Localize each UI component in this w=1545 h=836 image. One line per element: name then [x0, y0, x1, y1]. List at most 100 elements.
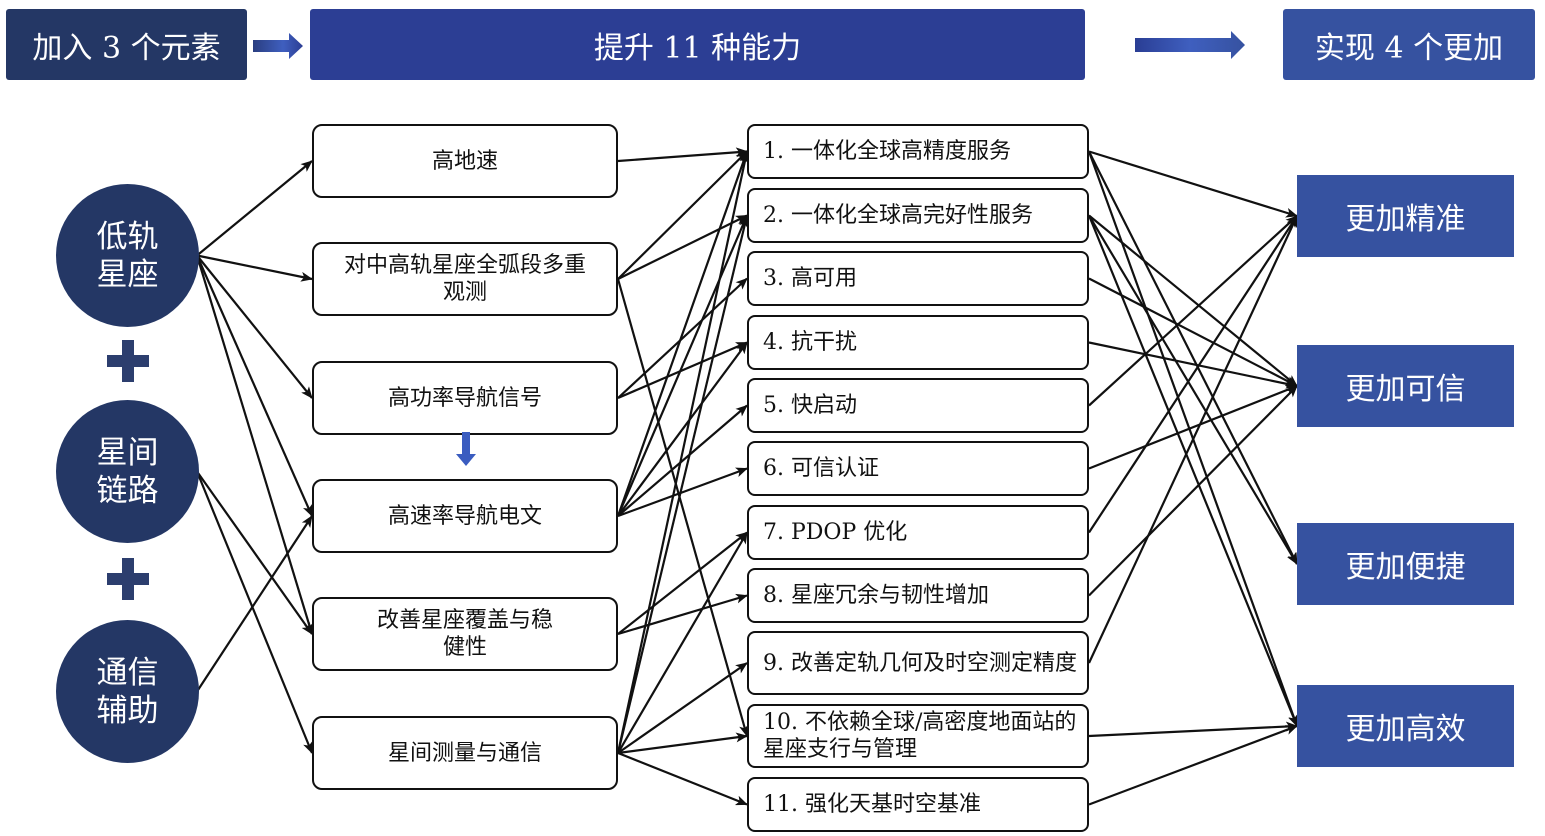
feature-label: 高地速 [431, 148, 498, 174]
edge-c2-o3 [1088, 214, 1298, 565]
elements-header-label: 加入 3 个元素 [32, 30, 221, 66]
capability-box: 3. 高可用 [747, 251, 1089, 306]
feature-label: 高功率导航信号 [387, 385, 542, 411]
capability-box: 2. 一体化全球高完好性服务 [747, 188, 1089, 243]
edge-f2-c10 [616, 278, 749, 737]
feature-box: 高功率导航信号 [312, 361, 618, 435]
elements-header: 加入 3 个元素 [6, 9, 247, 80]
outcome-box: 更加精准 [1297, 175, 1514, 257]
capability-box: 8. 星座冗余与韧性增加 [747, 568, 1089, 623]
edge-f5-c7 [617, 531, 748, 635]
edge-f6-c11 [617, 751, 748, 806]
feature-box: 改善星座覆盖与稳健性 [312, 597, 618, 671]
header-arrow-icon [253, 33, 303, 59]
edge-f4-c1 [616, 150, 749, 517]
abilities-header-label: 提升 11 种能力 [593, 30, 802, 66]
capability-box: 11. 强化天基时空基准 [747, 777, 1089, 832]
edge-leo-f2 [196, 254, 313, 282]
feature-box: 高地速 [312, 124, 618, 198]
edge-f3-c3 [617, 277, 748, 399]
edge-f6-c7 [617, 531, 748, 754]
capability-box: 6. 可信认证 [747, 441, 1089, 496]
element-leo: 低轨星座 [56, 184, 199, 327]
feature-label: 星间测量与通信 [387, 740, 542, 766]
edge-c10-o4 [1088, 721, 1298, 738]
edge-leo-f5 [195, 255, 314, 635]
capability-label: 2. 一体化全球高完好性服务 [763, 203, 1033, 228]
edge-leo-f4 [195, 255, 314, 517]
element-isl: 星间链路 [56, 400, 199, 543]
capability-label: 1. 一体化全球高精度服务 [763, 139, 1011, 164]
edge-f4-c2 [616, 214, 749, 517]
feature-label: 对中高轨星座全弧段多重观测 [343, 253, 586, 305]
outcomes-header: 实现 4 个更加 [1283, 9, 1535, 80]
capability-box: 9. 改善定轨几何及时空测定精度 [747, 631, 1089, 695]
outcomes-header-label: 实现 4 个更加 [1314, 30, 1504, 66]
edge-c6-o2 [1088, 384, 1298, 470]
feature-label: 改善星座覆盖与稳健性 [376, 608, 553, 660]
edge-f2-c2 [617, 214, 748, 280]
header-arrow-icon [1135, 31, 1245, 59]
capability-box: 1. 一体化全球高精度服务 [747, 124, 1089, 179]
edge-c5-o1 [1088, 215, 1298, 407]
edge-isl-f5 [196, 470, 313, 635]
capability-label: 10. 不依赖全球/高密度地面站的星座支行与管理 [763, 710, 1077, 762]
outcome-box: 更加高效 [1297, 685, 1514, 767]
outcome-label: 更加高效 [1345, 712, 1466, 747]
edge-leo-f1 [196, 160, 313, 257]
edge-f6-c1 [616, 150, 750, 754]
capability-box: 4. 抗干扰 [747, 315, 1089, 370]
edge-c3-o2 [1088, 277, 1298, 387]
feature-label: 高速率导航电文 [387, 503, 542, 529]
capability-label: 6. 可信认证 [763, 456, 879, 481]
feature-box: 对中高轨星座全弧段多重观测 [312, 242, 618, 316]
edge-comm-f4 [196, 515, 313, 693]
edge-f5-c8 [617, 593, 748, 636]
edge-c9-o1 [1088, 215, 1298, 664]
feature-box: 高速率导航电文 [312, 479, 618, 553]
capability-label: 4. 抗干扰 [763, 330, 857, 355]
outcome-box: 更加便捷 [1297, 523, 1514, 605]
edge-c11-o4 [1088, 724, 1298, 806]
capability-box: 5. 快启动 [747, 378, 1089, 433]
edge-f6-c9 [617, 662, 748, 754]
edge-f4-c5 [617, 404, 748, 517]
plus-icon [107, 558, 149, 600]
edge-c4-o2 [1088, 341, 1298, 389]
element-label: 低轨星座 [96, 218, 159, 293]
edge-f1-c1 [617, 147, 748, 163]
edge-f6-c10 [617, 732, 748, 755]
element-label: 星间链路 [96, 434, 159, 509]
capability-box: 7. PDOP 优化 [747, 505, 1089, 560]
edge-f6-c2 [616, 214, 750, 754]
edge-f4-c6 [617, 467, 748, 518]
outcome-label: 更加便捷 [1345, 550, 1466, 585]
capability-label: 5. 快启动 [763, 393, 857, 418]
outcome-label: 更加精准 [1345, 202, 1466, 237]
abilities-header: 提升 11 种能力 [310, 9, 1085, 80]
edge-f4-c4 [617, 341, 748, 517]
edge-c1-o3 [1088, 151, 1298, 565]
capability-label: 8. 星座冗余与韧性增加 [763, 583, 989, 608]
capability-label: 7. PDOP 优化 [763, 520, 908, 545]
feature-box: 星间测量与通信 [312, 716, 618, 790]
edge-isl-f6 [195, 471, 314, 754]
outcome-label: 更加可信 [1345, 372, 1466, 407]
down-arrow-icon [456, 432, 476, 466]
capability-box: 10. 不依赖全球/高密度地面站的星座支行与管理 [747, 704, 1089, 768]
capability-label: 11. 强化天基时空基准 [763, 792, 981, 817]
edge-c8-o2 [1088, 385, 1298, 597]
plus-icon [107, 340, 149, 382]
edge-f3-c4 [617, 341, 748, 400]
capability-label: 3. 高可用 [763, 266, 857, 291]
edge-f2-c1 [617, 150, 748, 280]
edge-leo-f3 [196, 254, 313, 399]
edge-c2-o2 [1088, 214, 1298, 387]
element-comm: 通信辅助 [56, 620, 199, 763]
edge-c1-o1 [1088, 150, 1298, 218]
capability-label: 9. 改善定轨几何及时空测定精度 [763, 650, 1077, 676]
element-label: 通信辅助 [96, 654, 159, 729]
outcome-box: 更加可信 [1297, 345, 1514, 427]
edge-c2-o4 [1087, 215, 1299, 727]
